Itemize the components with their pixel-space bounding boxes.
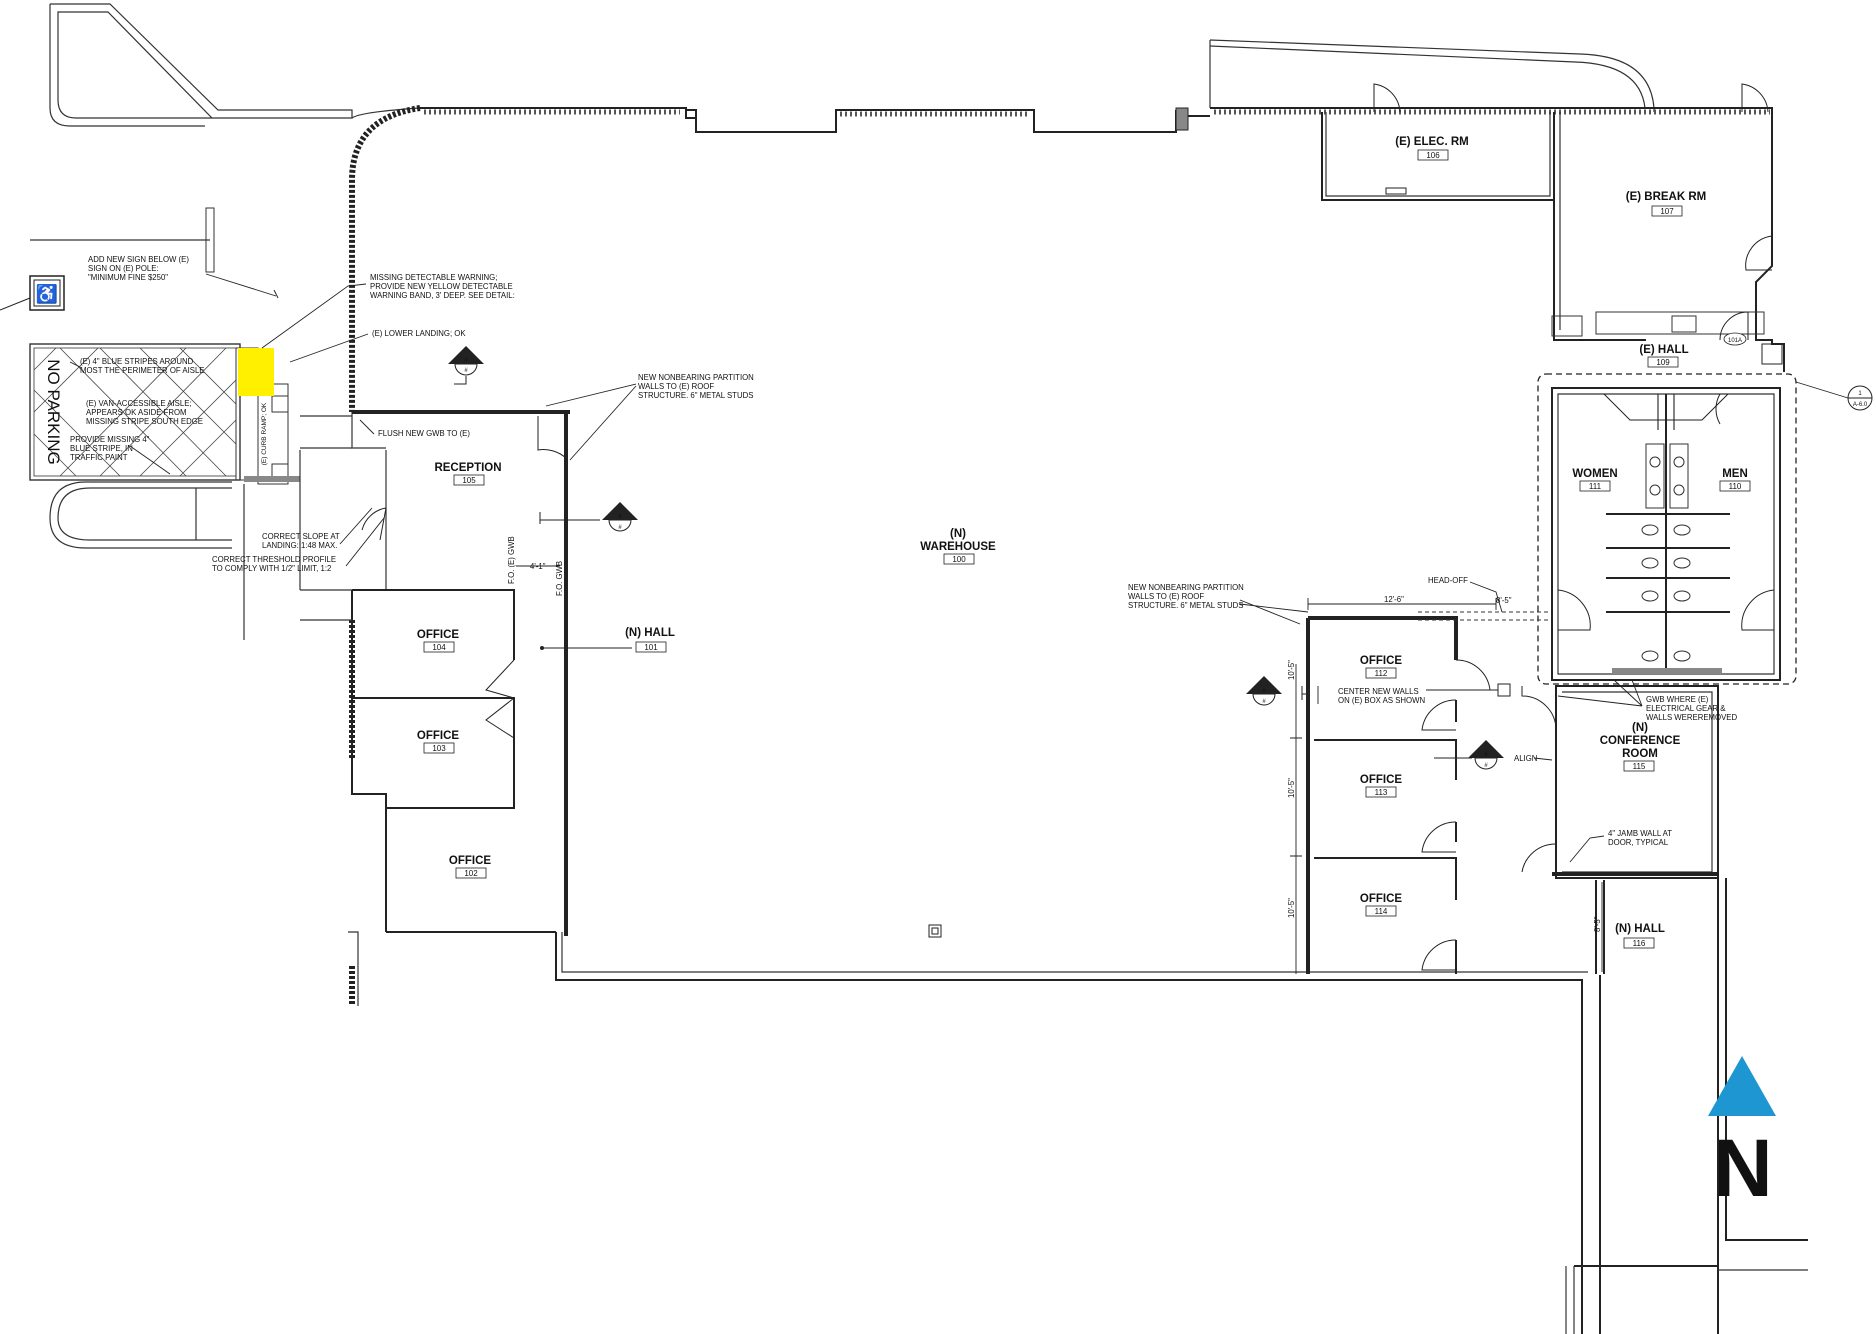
annotation-notes: ADD NEW SIGN BELOW (E) SIGN ON (E) POLE:… <box>69 255 1737 863</box>
room-115-name2: CONFERENCE <box>1600 735 1681 747</box>
note-threshold: CORRECT THRESHOLD PROFILE TO COMPLY WITH… <box>212 555 338 573</box>
exterior-walls <box>49 3 1808 1334</box>
door-tag: 101A <box>1723 332 1747 346</box>
room-105-number: 105 <box>462 476 476 485</box>
svg-text:#: # <box>618 514 622 520</box>
section-marker-icon: # # # # # # # # <box>448 346 1504 770</box>
room-104-number: 104 <box>432 643 446 652</box>
note-align: ALIGN <box>1514 754 1537 763</box>
room-114-number: 114 <box>1375 907 1388 916</box>
room-113-name: OFFICE <box>1360 774 1402 786</box>
note-center: CENTER NEW WALLS ON (E) BOX AS SHOWN <box>1338 687 1425 705</box>
room-106-number: 106 <box>1426 151 1440 160</box>
column-marker <box>928 924 942 938</box>
room-111-name: WOMEN <box>1572 468 1617 480</box>
accessible-sign-icon: ♿ <box>0 275 65 311</box>
room-114-name: OFFICE <box>1360 893 1402 905</box>
room-101-name: (N) HALL <box>625 627 675 639</box>
doors <box>361 83 1775 971</box>
dim-8-5-top: 8'-5" <box>1496 596 1512 605</box>
north-arrow-icon: N <box>1708 1056 1776 1214</box>
detail-sheet: A-6.0 <box>1853 402 1868 408</box>
note-stripes: (E) 4" BLUE STRIPES AROUND MOST THE PERI… <box>80 357 205 375</box>
note-partition-b: NEW NONBEARING PARTITION WALLS TO (E) RO… <box>1128 583 1246 610</box>
room-102-name: OFFICE <box>449 855 491 867</box>
note-flush: FLUSH NEW GWB TO (E) <box>378 429 470 438</box>
room-101-number: 101 <box>644 643 658 652</box>
fo-e-gwb-label: F.O. (E) GWB <box>507 536 516 584</box>
restroom-dashed-boundary <box>1537 373 1797 685</box>
room-115-name: (N) <box>1632 722 1648 734</box>
room-116-number: 116 <box>1633 939 1646 948</box>
fo-gwb-label: F.O. GWB <box>555 561 564 596</box>
room-100-number: 100 <box>952 555 966 564</box>
note-partition-a: NEW NONBEARING PARTITION WALLS TO (E) RO… <box>638 373 756 400</box>
room-106-name: (E) ELEC. RM <box>1395 136 1468 148</box>
no-parking-label: NO PARKING <box>44 359 63 464</box>
room-115-number: 115 <box>1633 762 1646 771</box>
door-tag-label: 101A <box>1728 338 1742 344</box>
dim-10-5-a: 10'-5" <box>1287 660 1296 680</box>
svg-text:#: # <box>1262 688 1266 694</box>
detail-number: 1 <box>1858 391 1862 397</box>
dimensions: 12'-6" 8'-5" 10'-5" 10'-5" 10'-5" 8'-5" … <box>507 536 1603 974</box>
svg-text:#: # <box>1484 752 1488 758</box>
note-headoff: HEAD-OFF <box>1428 576 1468 585</box>
room-107-number: 107 <box>1660 207 1674 216</box>
room-107-name: (E) BREAK RM <box>1626 191 1707 203</box>
room-100-name: (N) <box>950 528 966 540</box>
note-aisle: (E) VAN-ACCESSIBLE AISLE; APPEARS OK ASI… <box>86 399 203 426</box>
room-112-name: OFFICE <box>1360 655 1402 667</box>
note-gwb: GWB WHERE (E) ELECTRICAL GEAR & WALLS WE… <box>1646 695 1737 722</box>
room-110-name: MEN <box>1722 468 1748 480</box>
room-103-number: 103 <box>432 744 446 753</box>
note-sign: ADD NEW SIGN BELOW (E) SIGN ON (E) POLE:… <box>88 255 191 282</box>
restroom-fixtures <box>1606 443 1730 674</box>
room-103-name: OFFICE <box>417 730 459 742</box>
svg-text:♿: ♿ <box>36 283 58 304</box>
svg-text:#: # <box>464 358 468 364</box>
room-105-name: RECEPTION <box>434 462 501 474</box>
note-detectable: MISSING DETECTABLE WARNING; PROVIDE NEW … <box>370 273 515 300</box>
dim-8-5-bottom: 8'-5" <box>1593 916 1602 932</box>
dim-10-5-c: 10'-5" <box>1287 898 1296 918</box>
room-109-name: (E) HALL <box>1639 344 1688 356</box>
parking-area <box>29 207 352 640</box>
interior-walls <box>352 112 1781 974</box>
detectable-warning-band <box>238 348 274 396</box>
north-label: N <box>1713 1123 1772 1214</box>
room-110-number: 110 <box>1729 482 1742 491</box>
note-slope: CORRECT SLOPE AT LANDING: 1:48 MAX. <box>262 532 342 550</box>
dim-12-6: 12'-6" <box>1384 595 1404 604</box>
room-100-name2: WAREHOUSE <box>920 541 996 553</box>
svg-text:#: # <box>464 368 468 374</box>
room-112-number: 112 <box>1375 669 1388 678</box>
svg-text:#: # <box>618 525 622 531</box>
detail-callout-icon: 1 A-6.0 <box>1795 381 1873 411</box>
svg-text:#: # <box>1484 763 1488 769</box>
room-labels: (N) WAREHOUSE 100 (N) HALL 101 OFFICE 10… <box>417 136 1751 949</box>
room-116-name: (N) HALL <box>1615 923 1665 935</box>
curb-ramp-label: (E) CURB RAMP; OK <box>261 402 268 465</box>
room-115-name3: ROOM <box>1622 748 1658 760</box>
floor-drain <box>1761 343 1783 365</box>
room-102-number: 102 <box>464 869 478 878</box>
svg-text:#: # <box>1262 699 1266 705</box>
dim-10-5-b: 10'-5" <box>1287 778 1296 798</box>
room-109-number: 109 <box>1656 358 1670 367</box>
room-104-name: OFFICE <box>417 629 459 641</box>
dim-4-1: 4'-1" <box>530 562 546 571</box>
note-provide: PROVIDE MISSING 4" BLUE STRIPE, IN TRAFF… <box>70 435 152 462</box>
note-jamb: 4" JAMB WALL AT DOOR, TYPICAL <box>1608 829 1674 847</box>
note-landing: (E) LOWER LANDING; OK <box>372 329 466 338</box>
room-111-number: 111 <box>1589 482 1602 491</box>
room-113-number: 113 <box>1375 788 1388 797</box>
